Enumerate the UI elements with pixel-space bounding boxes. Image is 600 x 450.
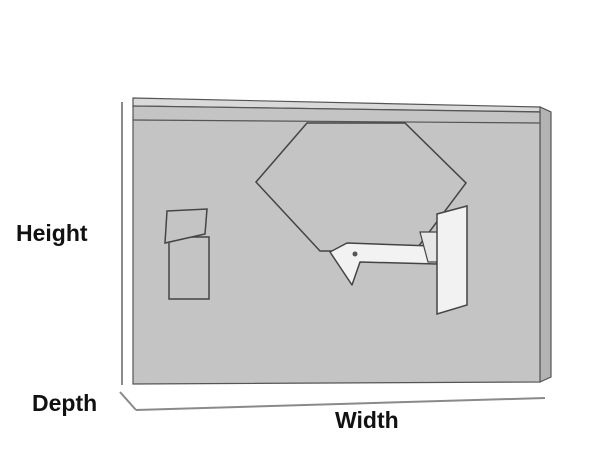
mount-arm bbox=[329, 205, 468, 316]
mount-arm-screw bbox=[352, 251, 358, 257]
cabinet-top-rail bbox=[132, 119, 541, 124]
cabinet-side-face bbox=[539, 106, 552, 383]
wall-plate bbox=[436, 205, 468, 316]
depth-label: Depth bbox=[32, 390, 98, 416]
width-dimension-line bbox=[135, 397, 546, 411]
left-bracket-plate bbox=[168, 236, 210, 300]
width-label: Width bbox=[335, 407, 399, 433]
left-bracket-flap bbox=[164, 208, 208, 244]
left-bracket bbox=[164, 208, 210, 300]
height-label: Height bbox=[16, 220, 88, 246]
depth-dimension-line bbox=[119, 391, 137, 411]
